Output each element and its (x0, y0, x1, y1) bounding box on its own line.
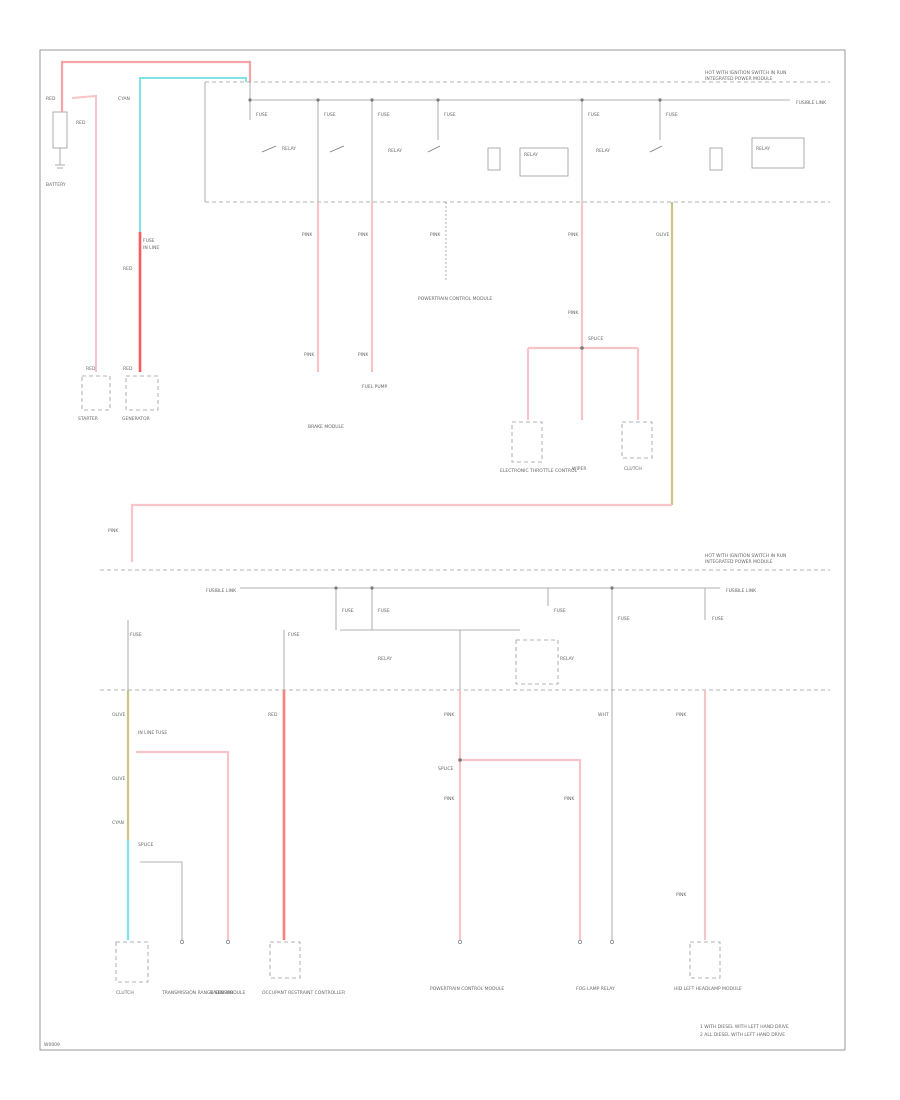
clutch-connector-top (621, 421, 653, 459)
brake-module-label: BRAKE MODULE (308, 424, 344, 430)
wiper-label: WIPER (572, 466, 586, 472)
svg-text:SPLICE: SPLICE (588, 336, 604, 342)
fuel-pump-label: FUEL PUMP (362, 384, 388, 390)
svg-text:FUSIBLE LINK: FUSIBLE LINK (206, 588, 237, 594)
electronic-throttle-label: ELECTRONIC THROTTLE CONTROL (500, 468, 577, 474)
wire-thin-trs (140, 861, 183, 940)
top-relays (261, 137, 805, 177)
powertrain-module-label: POWERTRAIN CONTROL MODULE (418, 296, 492, 302)
svg-text:FUSE: FUSE (256, 112, 268, 118)
svg-text:PINK: PINK (564, 796, 575, 802)
svg-text:PINK: PINK (444, 712, 455, 718)
svg-text:FUSE: FUSE (666, 112, 678, 118)
svg-text:PINK: PINK (358, 232, 369, 238)
starter-label: STARTER (78, 416, 98, 422)
svg-text:CYAN: CYAN (112, 820, 124, 826)
svg-text:PINK: PINK (358, 352, 369, 358)
occupant-module-label: OCCUPANT RESTRAINT CONTROLLER (262, 990, 345, 996)
svg-text:FUSE: FUSE (130, 632, 142, 638)
svg-text:FUSE: FUSE (378, 608, 390, 614)
wire-red-battery-feed (60, 60, 252, 112)
svg-text:RELAY: RELAY (282, 146, 296, 152)
svg-text:FUSE: FUSE (554, 608, 566, 614)
wire-cyan-generator (139, 77, 247, 232)
top-fuse-drops (249, 82, 661, 202)
wire-label: RED (76, 120, 86, 126)
wire-label: RED (123, 266, 133, 272)
clutch-bottom-label: CLUTCH (116, 990, 134, 996)
svg-text:FUSE: FUSE (712, 616, 724, 622)
svg-text:FUSE: FUSE (342, 608, 354, 614)
svg-text:PINK: PINK (568, 310, 579, 316)
transmission-range-label: TRANSMISSION RANGE SENSOR (161, 990, 233, 996)
electronic-throttle-connector (511, 421, 543, 463)
wire-label: RED (123, 366, 133, 372)
page-code: W0009 (44, 1042, 60, 1048)
svg-text:OLIVE: OLIVE (656, 232, 669, 238)
wire-pink-starter (71, 94, 97, 372)
wire-label: CYAN (118, 96, 130, 102)
svg-text:RELAY: RELAY (756, 146, 770, 152)
svg-text:RELAY: RELAY (378, 656, 392, 662)
svg-text:FUSE: FUSE (324, 112, 336, 118)
svg-text:SPLICE: SPLICE (138, 842, 154, 848)
generator-label: GENERATOR (122, 416, 150, 422)
fog-lamp-label: FOG LAMP RELAY (576, 986, 615, 992)
svg-text:RELAY: RELAY (388, 148, 402, 154)
svg-text:PINK: PINK (568, 232, 579, 238)
svg-text:RELAY: RELAY (596, 148, 610, 154)
svg-text:PINK: PINK (444, 796, 455, 802)
bottom-fuse-drops (127, 588, 706, 690)
svg-text:PINK: PINK (676, 892, 687, 898)
svg-text:PINK: PINK (676, 712, 687, 718)
top-module-title-1: HOT WITH IGNITION SWITCH IN RUN (705, 70, 786, 76)
svg-text:FUSE: FUSE (618, 616, 630, 622)
wire-pink-crossover (130, 503, 672, 562)
wire-label: IN LINE (143, 245, 159, 251)
svg-text:FUSIBLE LINK: FUSIBLE LINK (796, 100, 827, 106)
svg-text:OLIVE: OLIVE (112, 712, 125, 718)
wire-label: RED (46, 96, 56, 102)
hid-connector (689, 941, 721, 979)
generator-connector (125, 375, 159, 411)
powertrain-bottom-label: POWERTRAIN CONTROL MODULE (430, 986, 504, 992)
note-1: 1 WITH DIESEL WITH LEFT HAND DRIVE (700, 1024, 789, 1030)
svg-text:RELAY: RELAY (560, 656, 574, 662)
battery-label: BATTERY (46, 182, 66, 188)
starter-connector (81, 375, 111, 411)
svg-text:PINK: PINK (304, 352, 315, 358)
wire-label: RED (86, 366, 96, 372)
svg-text:RELAY: RELAY (524, 152, 538, 158)
svg-text:WHT: WHT (598, 712, 609, 718)
bottom-module-title-2: INTEGRATED POWER MODULE (705, 559, 773, 565)
svg-text:OLIVE: OLIVE (112, 776, 125, 782)
svg-text:PINK: PINK (108, 528, 119, 534)
note-2: 2 ALL DIESEL WITH LEFT HAND DRIVE (700, 1032, 785, 1038)
battery-symbol (52, 111, 68, 149)
svg-text:FUSIBLE LINK: FUSIBLE LINK (726, 588, 757, 594)
clutch-top-label: CLUTCH (624, 466, 642, 472)
hid-module-label: HID LEFT HEADLAMP MODULE (674, 986, 742, 992)
wire-pink-fog (460, 758, 582, 940)
svg-text:SPLICE: SPLICE (438, 766, 454, 772)
clutch-bottom-connector (115, 941, 149, 983)
svg-text:RED: RED (268, 712, 278, 718)
svg-text:FUSE: FUSE (588, 112, 600, 118)
svg-text:FUSE: FUSE (444, 112, 456, 118)
bottom-relay-box (515, 639, 559, 685)
diagram-frame (39, 49, 846, 1051)
svg-text:PINK: PINK (302, 232, 313, 238)
svg-text:FUSE: FUSE (288, 632, 300, 638)
wire-label: FUSE (143, 238, 155, 244)
bottom-module-title-1: HOT WITH IGNITION SWITCH IN RUN (705, 553, 786, 559)
top-module-title-2: INTEGRATED POWER MODULE (705, 76, 773, 82)
occupant-connector (269, 941, 301, 979)
wire-pink-radio (136, 750, 230, 940)
svg-text:PINK: PINK (430, 232, 441, 238)
svg-text:FUSE: FUSE (378, 112, 390, 118)
radio-module-label: RADIO MODULE (210, 990, 245, 996)
svg-text:IN LINE FUSE: IN LINE FUSE (138, 730, 167, 736)
